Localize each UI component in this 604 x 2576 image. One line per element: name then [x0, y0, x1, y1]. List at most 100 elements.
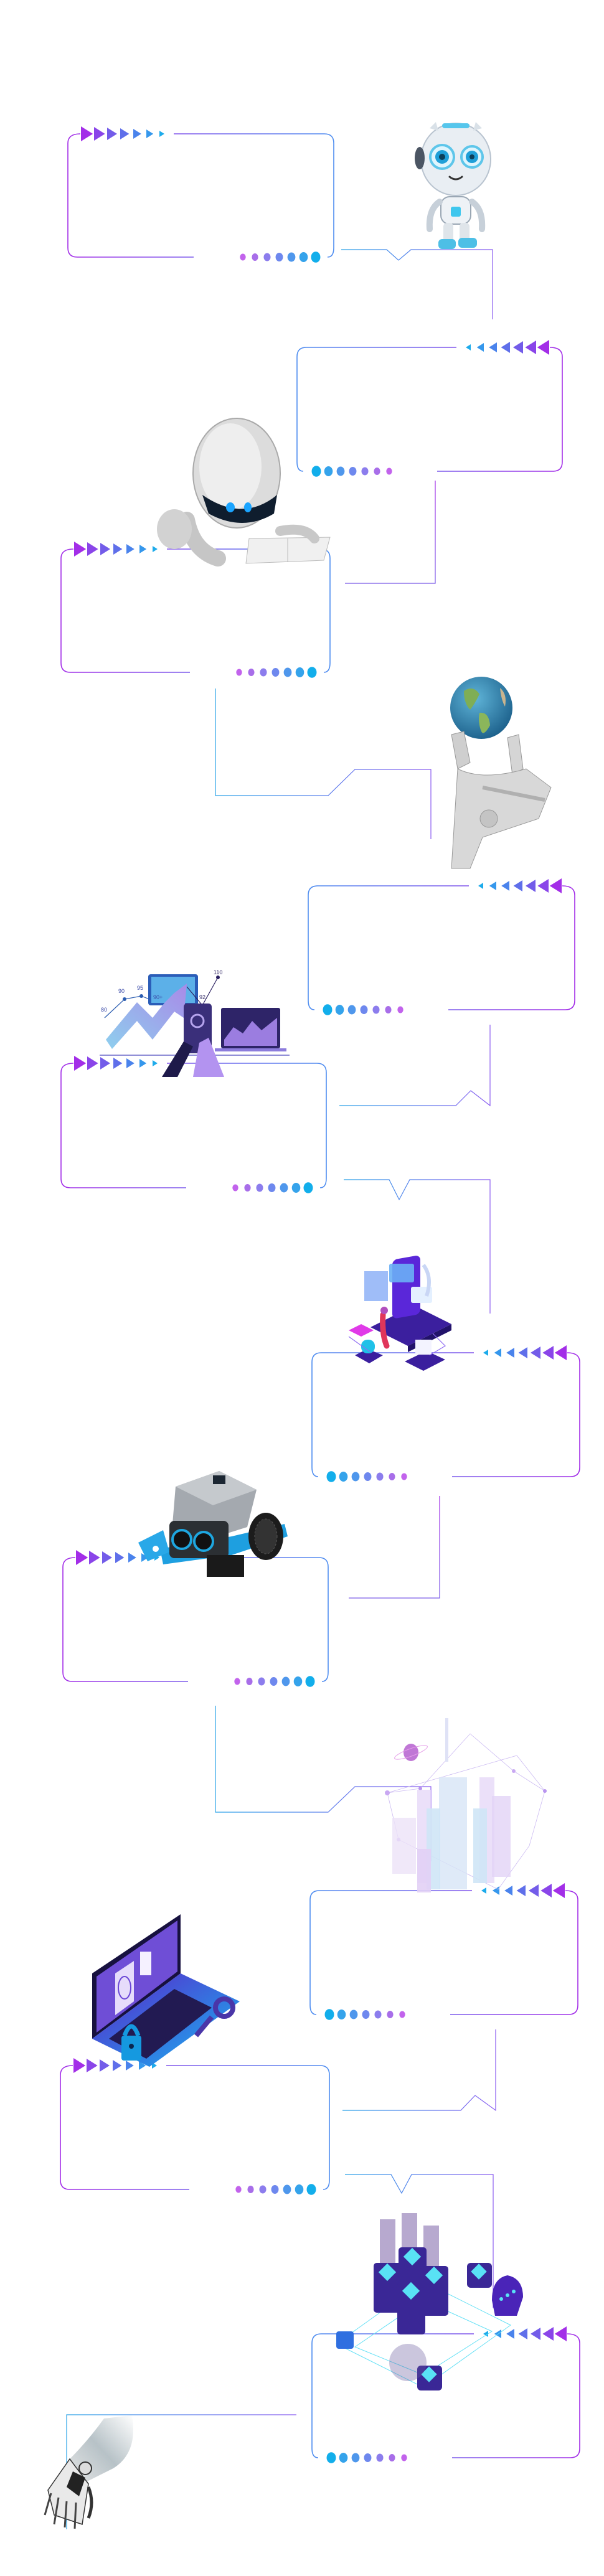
dot-row [326, 2452, 407, 2463]
chevron-right-icon [74, 542, 87, 557]
box-7-content [73, 1570, 319, 1670]
content-box-4 [308, 878, 575, 1015]
dot-icon [349, 467, 357, 476]
dot-row [324, 2009, 405, 2020]
analytics-label-90plus: 90+ [153, 994, 163, 1000]
chevron-left-icon [554, 2326, 567, 2341]
dot-icon [234, 1678, 240, 1685]
dot-icon [339, 1472, 348, 1482]
chevron-left-icon [516, 1885, 526, 1896]
box-outline [308, 885, 575, 1010]
chevron-right-icon [139, 2061, 146, 2070]
arrow-chevrons [483, 2326, 567, 2341]
connector-line-10 [345, 2174, 494, 2308]
content-box-1 [67, 126, 334, 263]
dot-icon [399, 2011, 405, 2018]
chevron-left-icon [492, 1886, 499, 1895]
dot-icon [361, 467, 369, 476]
analytics-devices-illustration: 80 90 95 90+ 92 110 [100, 968, 290, 1077]
chevron-left-icon [529, 1884, 539, 1897]
chevron-left-icon [481, 1887, 486, 1894]
chevron-left-icon [506, 1348, 514, 1358]
chevron-left-icon [549, 878, 562, 893]
dot-icon [311, 466, 321, 477]
dot-icon [248, 669, 255, 676]
dot-icon [270, 1677, 278, 1686]
dot-icon [401, 2454, 407, 2461]
chevron-right-icon [146, 129, 154, 138]
box-outline [62, 1557, 329, 1682]
dot-icon [385, 1006, 392, 1013]
chevron-left-icon [494, 2329, 501, 2338]
box-outline [60, 1063, 327, 1188]
chevron-right-icon [76, 1550, 88, 1565]
arrow-chevrons [478, 878, 562, 893]
content-box-6 [311, 1345, 580, 1482]
dot-icon [263, 253, 271, 261]
dot-icon [271, 668, 280, 677]
dot-icon [287, 252, 296, 262]
chevron-left-icon [542, 1346, 554, 1360]
box-outline [311, 1352, 580, 1477]
chevron-left-icon [476, 343, 484, 352]
chevron-left-icon [513, 880, 522, 891]
chevron-left-icon [466, 344, 471, 350]
chevron-right-icon [100, 1057, 110, 1069]
arrow-chevrons [73, 2058, 157, 2073]
isometric-app-illustration [346, 1253, 464, 1374]
cartoon-robot-illustration [411, 116, 501, 254]
chevron-left-icon [483, 1350, 488, 1356]
dot-row [235, 2184, 316, 2195]
chevron-left-icon [526, 880, 536, 892]
dot-row [311, 466, 392, 477]
chevron-left-icon [506, 2329, 514, 2339]
arrow-chevrons [481, 1883, 565, 1898]
chevron-right-icon [100, 543, 110, 555]
chevron-left-icon [531, 1347, 540, 1359]
dot-icon [401, 1473, 407, 1480]
content-box-3 [60, 542, 331, 678]
box-6-content [321, 1365, 567, 1465]
dot-icon [281, 1676, 290, 1686]
dot-icon [244, 1184, 251, 1192]
dot-icon [271, 2185, 279, 2194]
box-8-content [319, 1903, 565, 2003]
dot-icon [283, 2184, 291, 2194]
chevron-right-icon [81, 126, 93, 141]
chevron-right-icon [74, 1056, 87, 1071]
connector-line-2 [341, 249, 493, 319]
dot-icon [246, 1678, 253, 1685]
security-laptop-illustration [87, 1914, 246, 2082]
box-2-content [308, 360, 554, 459]
dot-icon [389, 2454, 395, 2461]
chevron-left-icon [537, 879, 549, 893]
chevron-left-icon [537, 340, 549, 355]
chevron-left-icon [554, 1345, 567, 1360]
dot-icon [372, 1005, 380, 1014]
chevron-right-icon [139, 1059, 147, 1068]
connector-line-3 [345, 481, 436, 584]
chevron-right-icon [87, 1056, 98, 1070]
chevron-right-icon [107, 128, 117, 140]
robot-arm-illustration [44, 2415, 138, 2531]
box-4-content [321, 898, 567, 998]
arrow-chevrons [81, 126, 164, 141]
dot-row [323, 1004, 403, 1015]
dot-icon [311, 251, 321, 263]
chevron-right-icon [133, 129, 141, 139]
analytics-label-95: 95 [137, 985, 143, 991]
dot-icon [397, 1006, 403, 1013]
chevron-left-icon [501, 342, 510, 353]
chevron-left-icon [489, 342, 497, 352]
dot-row [236, 667, 317, 678]
dot-icon [307, 667, 317, 678]
dot-icon [339, 2453, 348, 2463]
box-outline [311, 2333, 580, 2458]
dot-row [326, 1471, 407, 1482]
dot-icon [303, 1182, 313, 1193]
dot-icon [347, 1005, 356, 1015]
server-cloud-illustration [324, 2213, 526, 2406]
connector-line-4 [215, 689, 432, 839]
chevron-right-icon [87, 542, 98, 556]
dot-icon [247, 2186, 254, 2193]
